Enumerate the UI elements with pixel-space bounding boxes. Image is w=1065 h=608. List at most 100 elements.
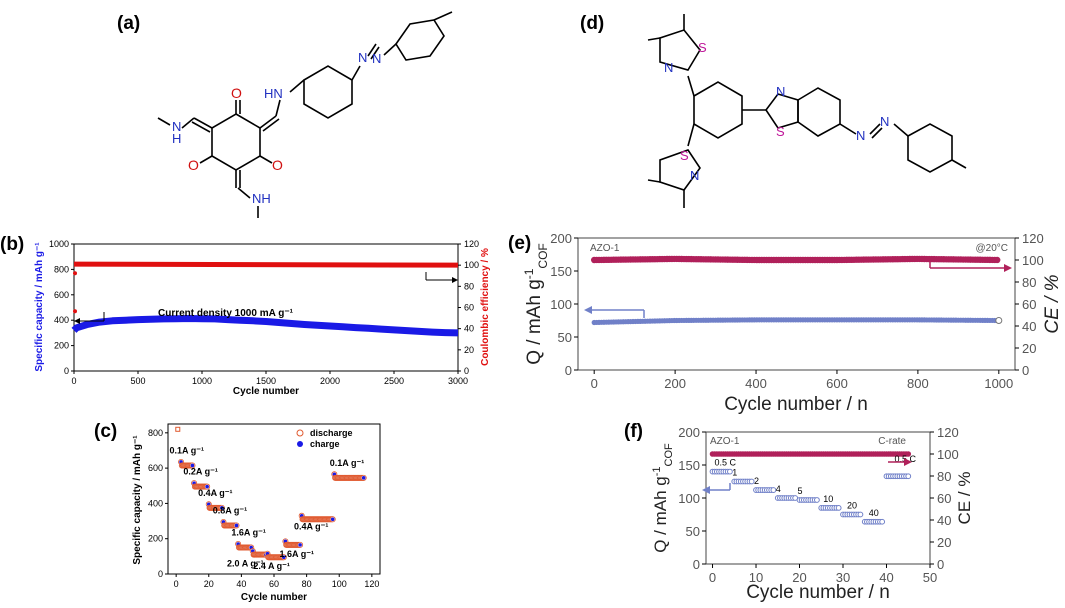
chart-c-charge-point — [330, 517, 335, 522]
panel-label-a: (a) — [117, 13, 140, 34]
chart-f-step-label: 40 — [869, 508, 879, 518]
chart-c-first-point — [175, 426, 181, 432]
x-tick-label: 0 — [174, 579, 179, 589]
atom-hn: HN — [264, 86, 283, 101]
y2-tick-label: 60 — [1022, 297, 1036, 312]
panel-label-c: (c) — [94, 421, 117, 442]
atom-n-left: N — [172, 119, 181, 134]
y-tick-label: 150 — [550, 264, 572, 279]
x-tick-label: 0 — [71, 376, 76, 386]
chart-c-series — [175, 426, 367, 561]
x-tick-label: 100 — [332, 579, 347, 589]
y2-tick-label: 20 — [937, 535, 951, 550]
x-tick-label: 80 — [302, 579, 312, 589]
y2-tick-label: 20 — [1022, 341, 1036, 356]
chart-b-annotation: Current density 1000 mA g⁻¹ — [158, 308, 294, 319]
chart-f-step-label: 4 — [776, 484, 781, 494]
atom-s-bzt: S — [776, 124, 785, 139]
y-tick-label: 50 — [558, 330, 572, 345]
atom-n-bzt: N — [776, 84, 785, 99]
structure-d: S N S N N S N N — [647, 14, 967, 208]
y-tick-label: 0 — [565, 363, 572, 378]
y2-tick-label: 80 — [464, 281, 474, 291]
atom-s-top: S — [698, 40, 707, 55]
chart-f-step-label: 5 — [798, 486, 803, 496]
x-tick-label: 2000 — [320, 376, 340, 386]
y-tick-label: 100 — [550, 297, 572, 312]
y-tick-label: 800 — [148, 428, 163, 438]
x-tick-label: 1500 — [256, 376, 276, 386]
chart-c-step-label: 2.0 A g⁻¹ — [227, 559, 264, 569]
chart-e-y2label: CE / % — [1042, 274, 1063, 333]
chart-e-last-point — [995, 317, 1003, 324]
chart-e-text-left: AZO-1 — [590, 243, 620, 254]
chart-b-y2label: Coulombic efficiency / % — [480, 248, 491, 366]
y2-tick-label: 0 — [464, 366, 469, 376]
chart-f-arrow-right-head — [904, 458, 912, 466]
chart-c-step-label: 0.4A g⁻¹ — [198, 488, 232, 498]
atom-o-left: O — [188, 157, 199, 173]
y2-tick-label: 20 — [464, 345, 474, 355]
y-tick-label: 0 — [693, 557, 700, 572]
chart-f-series — [709, 451, 912, 525]
chart-f-ylabel: Q / mAh g-1COF — [651, 443, 675, 553]
x-tick-label: 400 — [745, 376, 767, 391]
chart-f-ylabel-sup: -1 — [651, 466, 663, 476]
chart-e-text-right: @20°C — [976, 243, 1009, 254]
chart-e-arrow-right-head — [1004, 264, 1012, 272]
chart-f-capacity-point — [879, 518, 886, 525]
chart-f-capacity-point — [748, 478, 755, 485]
chart-c-step-label: 0.8A g⁻¹ — [213, 505, 247, 515]
x-tick-label: 50 — [923, 570, 937, 585]
chart-c-step-label: 0.2A g⁻¹ — [183, 467, 217, 477]
chart-b-arrow-right-head — [452, 277, 458, 283]
chart-f-xlabel: Cycle number / n — [746, 582, 890, 603]
y2-tick-label: 120 — [464, 239, 479, 249]
chart-f-step-label: 20 — [847, 501, 857, 511]
x-tick-label: 1000 — [192, 376, 212, 386]
x-tick-label: 20 — [204, 579, 214, 589]
chart-f-step-label: 2 — [754, 476, 759, 486]
chart-c-step-labels: 0.1A g⁻¹0.2A g⁻¹0.4A g⁻¹0.8A g⁻¹1.6A g⁻¹… — [170, 445, 365, 571]
chart-c-legend-discharge: discharge — [310, 428, 353, 438]
chart-b-outlier-point — [73, 309, 77, 314]
y-tick-label: 50 — [686, 524, 700, 539]
chart-c-step-label: 1.6A g⁻¹ — [280, 549, 314, 559]
chart-e-arrow-left-head — [584, 306, 592, 314]
atom-h-left: H — [172, 131, 181, 146]
y-tick-label: 0 — [64, 366, 69, 376]
x-tick-label: 3000 — [448, 376, 468, 386]
chart-c-step-label: 0.4A g⁻¹ — [294, 521, 328, 531]
x-tick-label: 10 — [749, 570, 763, 585]
chart-e-ylabel-sup: -1 — [522, 268, 536, 279]
chart-f-capacity-point — [905, 473, 912, 480]
chart-f-arrow-left-head — [702, 486, 710, 494]
chart-c-xlabel: Cycle number — [241, 592, 307, 603]
chart-f-ce-point — [905, 451, 912, 457]
atom-n-bottom: N — [690, 168, 699, 183]
y-tick-label: 600 — [148, 463, 163, 473]
y-tick-label: 400 — [148, 498, 163, 508]
x-tick-label: 800 — [907, 376, 929, 391]
chart-b-capacity-line — [71, 315, 459, 337]
y-tick-label: 150 — [678, 458, 700, 473]
y2-tick-label: 0 — [937, 557, 944, 572]
y-tick-label: 400 — [54, 315, 69, 325]
structure-a: O O O HN N H NH N N — [157, 11, 453, 218]
chart-c-legend-marker-charge — [297, 441, 303, 447]
y-tick-label: 1000 — [49, 239, 69, 249]
chart-b-xlabel: Cycle number — [233, 386, 299, 397]
y2-tick-label: 80 — [937, 469, 951, 484]
y-tick-label: 0 — [158, 569, 163, 579]
chart-e-ylabel: Q / mAh g-1COF — [522, 243, 550, 365]
atom-s-bottom: S — [680, 148, 689, 163]
chart-c-ylabel: Specific capacity / mAh g⁻¹ — [132, 435, 143, 565]
y2-tick-label: 0 — [1022, 363, 1029, 378]
